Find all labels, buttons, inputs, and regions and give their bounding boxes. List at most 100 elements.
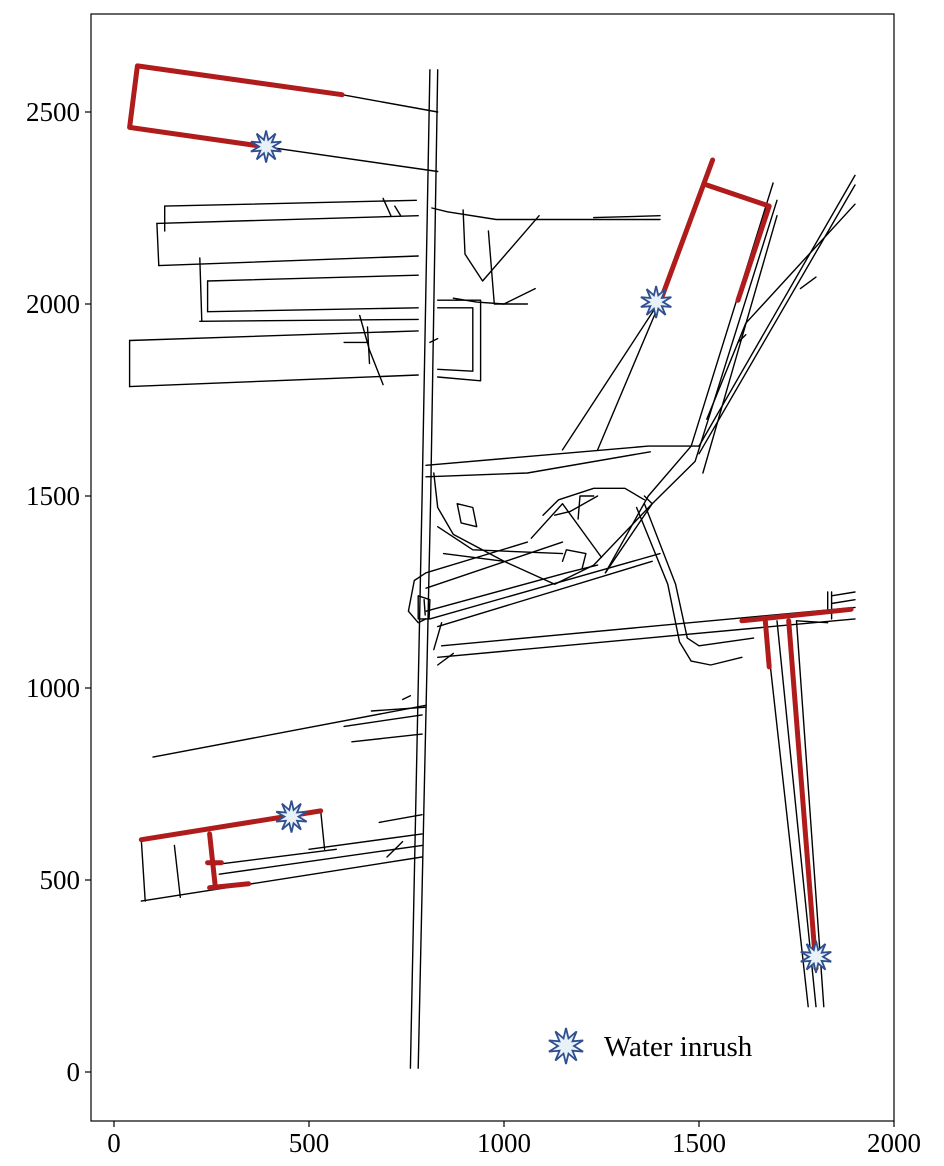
tunnel-segment: [596, 301, 661, 451]
tunnel-segment: [173, 844, 181, 898]
tunnel-segment: [437, 526, 564, 555]
tunnel-segment: [199, 257, 203, 322]
tunnel-segment: [604, 199, 778, 574]
y-axis: 0 500 1000 1500 2000 2500: [26, 97, 91, 1087]
legend-label: Water inrush: [604, 1031, 753, 1063]
tunnel-segment: [635, 506, 743, 666]
tunnel-segment: [462, 209, 540, 282]
tunnel-segment: [702, 215, 778, 474]
tunnel-segment: [577, 495, 595, 520]
tunnel-network: [128, 69, 856, 1069]
y-tick-label: 2500: [26, 97, 80, 127]
tunnel-segment: [487, 230, 529, 305]
tunnel-segment: [431, 207, 661, 221]
tunnel-segment: [830, 591, 856, 597]
tunnel-segment: [456, 503, 478, 528]
tunnel-segment: [158, 255, 419, 267]
tunnel-segment: [737, 334, 747, 344]
tunnel-segment: [152, 704, 427, 758]
tunnel-segment: [341, 94, 439, 113]
tunnel-segment: [604, 182, 774, 574]
tunnel-segment: [382, 197, 392, 217]
water-inrush-marker: [250, 130, 282, 163]
y-tick-label: 1000: [26, 673, 80, 703]
tunnel-segment: [698, 184, 856, 455]
tunnel-segment: [128, 330, 419, 342]
tunnel-segment: [425, 451, 651, 478]
tunnel-segment: [320, 810, 326, 850]
tunnel-segment: [417, 69, 439, 1069]
tunnel-segment: [206, 307, 419, 313]
red-route-segment: [704, 182, 772, 303]
tunnel-segment: [706, 203, 856, 420]
tunnel-segment: [799, 276, 817, 290]
legend-star-shape: [548, 1027, 584, 1065]
tunnel-segment: [437, 307, 474, 372]
tunnel-segment: [764, 620, 809, 1008]
tunnel-segment: [795, 620, 829, 624]
tunnel-segment: [593, 215, 661, 219]
tunnel-segment: [442, 552, 505, 562]
tunnel-segment: [643, 503, 755, 647]
tunnel-segment: [561, 309, 655, 451]
legend: Water inrush: [548, 1027, 753, 1065]
red-route-segment: [786, 618, 819, 971]
tunnel-segment: [425, 541, 564, 589]
tunnel-segment: [359, 314, 384, 386]
tunnel-segment: [437, 560, 653, 628]
tunnel-segment: [263, 145, 439, 173]
tunnel-segment: [423, 599, 426, 616]
tunnel-segment: [433, 622, 443, 651]
red-route-segment: [762, 618, 772, 670]
tunnel-segment: [561, 549, 587, 570]
tunnel-segment: [417, 595, 431, 620]
water-inrush-marker: [275, 800, 308, 833]
burst-star-icon: [548, 1027, 584, 1065]
y-tick-label: 0: [67, 1057, 81, 1087]
tunnel-segment: [218, 844, 423, 875]
water-inrush-marker: [800, 940, 832, 974]
tunnel-segment: [503, 287, 536, 305]
y-tick-label: 1500: [26, 481, 80, 511]
tunnel-segment: [425, 564, 599, 612]
red-route-segment: [739, 606, 854, 624]
water-inrush-markers: [250, 130, 832, 974]
tunnel-segment: [343, 714, 423, 728]
tunnel-segment: [429, 552, 661, 620]
tunnel-segment: [437, 618, 856, 658]
tunnel-segment: [370, 706, 427, 712]
x-tick-label: 0: [107, 1128, 121, 1158]
tunnel-segment: [830, 599, 856, 605]
x-tick-label: 500: [289, 1128, 330, 1158]
tunnel-segment: [437, 299, 482, 382]
red-route-segment: [657, 157, 716, 305]
red-route-segment: [207, 881, 252, 891]
tunnel-segment: [698, 174, 856, 447]
tunnel-segment: [409, 69, 431, 1069]
x-tick-label: 1000: [477, 1128, 531, 1158]
tunnel-segment: [437, 652, 454, 666]
x-tick-label: 2000: [867, 1128, 921, 1158]
tunnel-segment: [401, 695, 412, 701]
y-tick-label: 2000: [26, 289, 80, 319]
tunnel-segment: [795, 620, 825, 1008]
tunnel-segment: [407, 572, 427, 624]
tunnel-segment: [206, 274, 419, 282]
tunnel-segment: [308, 833, 423, 850]
tunnel-segment: [156, 215, 419, 225]
red-route-segment: [127, 63, 345, 150]
tunnel-segment: [140, 856, 423, 902]
tunnel-segment: [199, 318, 419, 322]
tunnel-segment: [452, 297, 505, 305]
tunnel-segment: [429, 337, 439, 344]
plot-frame: [90, 13, 895, 1122]
tunnel-segment: [542, 487, 646, 516]
water-inrush-marker: [640, 285, 672, 319]
y-tick-label: 500: [40, 865, 81, 895]
tunnel-segment: [554, 495, 599, 516]
tunnel-segment: [394, 205, 402, 217]
tunnel-segment: [425, 541, 529, 574]
tunnel-segment: [425, 445, 700, 466]
